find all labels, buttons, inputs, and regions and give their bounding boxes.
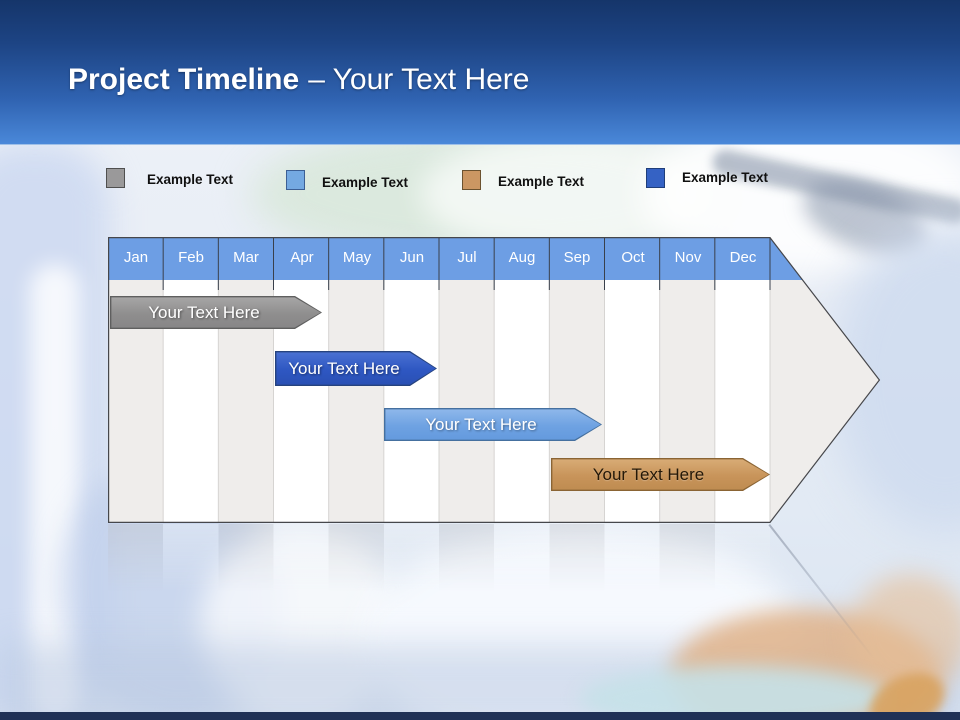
background-photo — [0, 144, 960, 720]
month-header-feb: Feb — [178, 249, 204, 266]
task-bar-label: Your Text Here — [385, 409, 600, 439]
legend-item-gray: Example Text — [106, 168, 233, 188]
legend-item-lightblue: Example Text — [286, 170, 408, 190]
page-title-bold: Project Timeline — [68, 63, 300, 96]
month-header-mar: Mar — [233, 249, 259, 266]
month-header-nov: Nov — [674, 249, 702, 266]
task-bar-label: Your Text Here — [552, 459, 768, 489]
month-header-apr: Apr — [290, 249, 314, 266]
task-bar-darkblue: Your Text Here — [275, 351, 437, 386]
legend-item-orange: Example Text — [462, 170, 584, 190]
task-bar-gray: Your Text Here — [110, 296, 322, 329]
month-header-dec: Dec — [729, 249, 757, 266]
month-header-jan: Jan — [123, 249, 149, 266]
title-banner — [0, 0, 960, 145]
page-title-rest: – Your Text Here — [308, 63, 530, 96]
task-bar-label: Your Text Here — [111, 297, 320, 327]
month-header-aug: Aug — [508, 249, 536, 266]
timeline-chart: Jan Feb Mar Apr May Jun Jul Aug Sep Oct … — [108, 237, 881, 523]
month-header-jun: Jun — [399, 249, 425, 266]
task-bar-label: Your Text Here — [276, 352, 435, 384]
legend-item-darkblue: Example Text — [646, 168, 768, 188]
task-bar-orange: Your Text Here — [551, 458, 770, 491]
legend-swatch-gray-icon — [106, 168, 125, 188]
table-reflection — [108, 524, 770, 592]
legend-label: Example Text — [682, 170, 769, 185]
legend-label: Example Text — [498, 174, 585, 189]
task-bar-lightblue: Your Text Here — [384, 408, 602, 441]
legend-label: Example Text — [147, 172, 234, 187]
month-header-sep: Sep — [563, 249, 591, 266]
legend-swatch-orange-icon — [462, 170, 481, 190]
legend-swatch-darkblue-icon — [646, 168, 665, 188]
legend-label: Example Text — [322, 175, 409, 190]
page-title: Project Timeline– Your Text Here — [68, 62, 529, 98]
legend-swatch-lightblue-icon — [286, 170, 305, 190]
photo-blob — [580, 666, 890, 720]
bottom-edge-bar — [0, 712, 960, 720]
month-header-jul: Jul — [457, 249, 477, 266]
month-header-oct: Oct — [621, 249, 645, 266]
month-header-may: May — [342, 249, 372, 266]
